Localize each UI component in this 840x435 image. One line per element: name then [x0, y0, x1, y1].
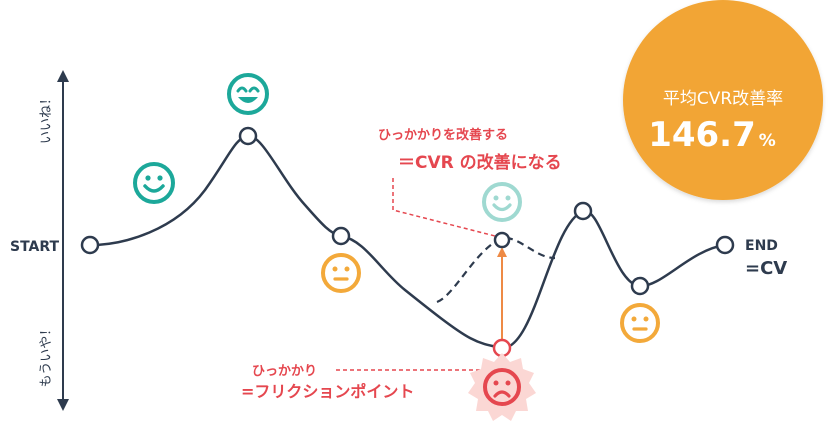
node-end — [715, 235, 735, 255]
axis-top-label: いいね！ — [39, 92, 54, 144]
end-label: END — [745, 238, 778, 254]
friction-annotation-line1: ひっかかり — [252, 364, 317, 379]
badge-title: 平均CVR改善率 — [663, 89, 783, 109]
node-mid — [331, 226, 351, 246]
axis-bottom-label: もういや！ — [39, 323, 54, 388]
improve-annotation-line1: ひっかかりを改善する — [378, 127, 508, 143]
badge-value-number: 146.7 — [648, 115, 756, 155]
laughing-face-icon — [227, 73, 269, 115]
badge-value-unit: % — [759, 131, 776, 151]
improve-annotation-line2: ＝CVR の改善になる — [398, 152, 562, 173]
node-peak — [238, 126, 258, 146]
neutral-face-icon — [321, 253, 361, 293]
sad-face-icon — [468, 353, 536, 421]
node-start — [80, 235, 100, 255]
neutral-face-icon-2 — [620, 303, 660, 343]
badge-value: 146.7% — [648, 115, 776, 155]
sad-burst-shape — [468, 353, 536, 421]
cv-label: =CV — [745, 258, 787, 279]
start-label: START — [10, 239, 60, 255]
happy-face-icon — [133, 162, 175, 204]
improve-connector — [392, 178, 496, 237]
improved-happy-face-icon — [482, 182, 522, 222]
node-rebound — [573, 201, 593, 221]
cvr-badge: 平均CVR改善率 146.7% — [623, 0, 823, 200]
improved-route — [436, 236, 556, 304]
friction-annotation-line2: =フリクションポイント — [241, 382, 414, 401]
node-improved — [493, 231, 511, 249]
node-dip — [630, 276, 650, 296]
journey-curve — [89, 134, 726, 350]
